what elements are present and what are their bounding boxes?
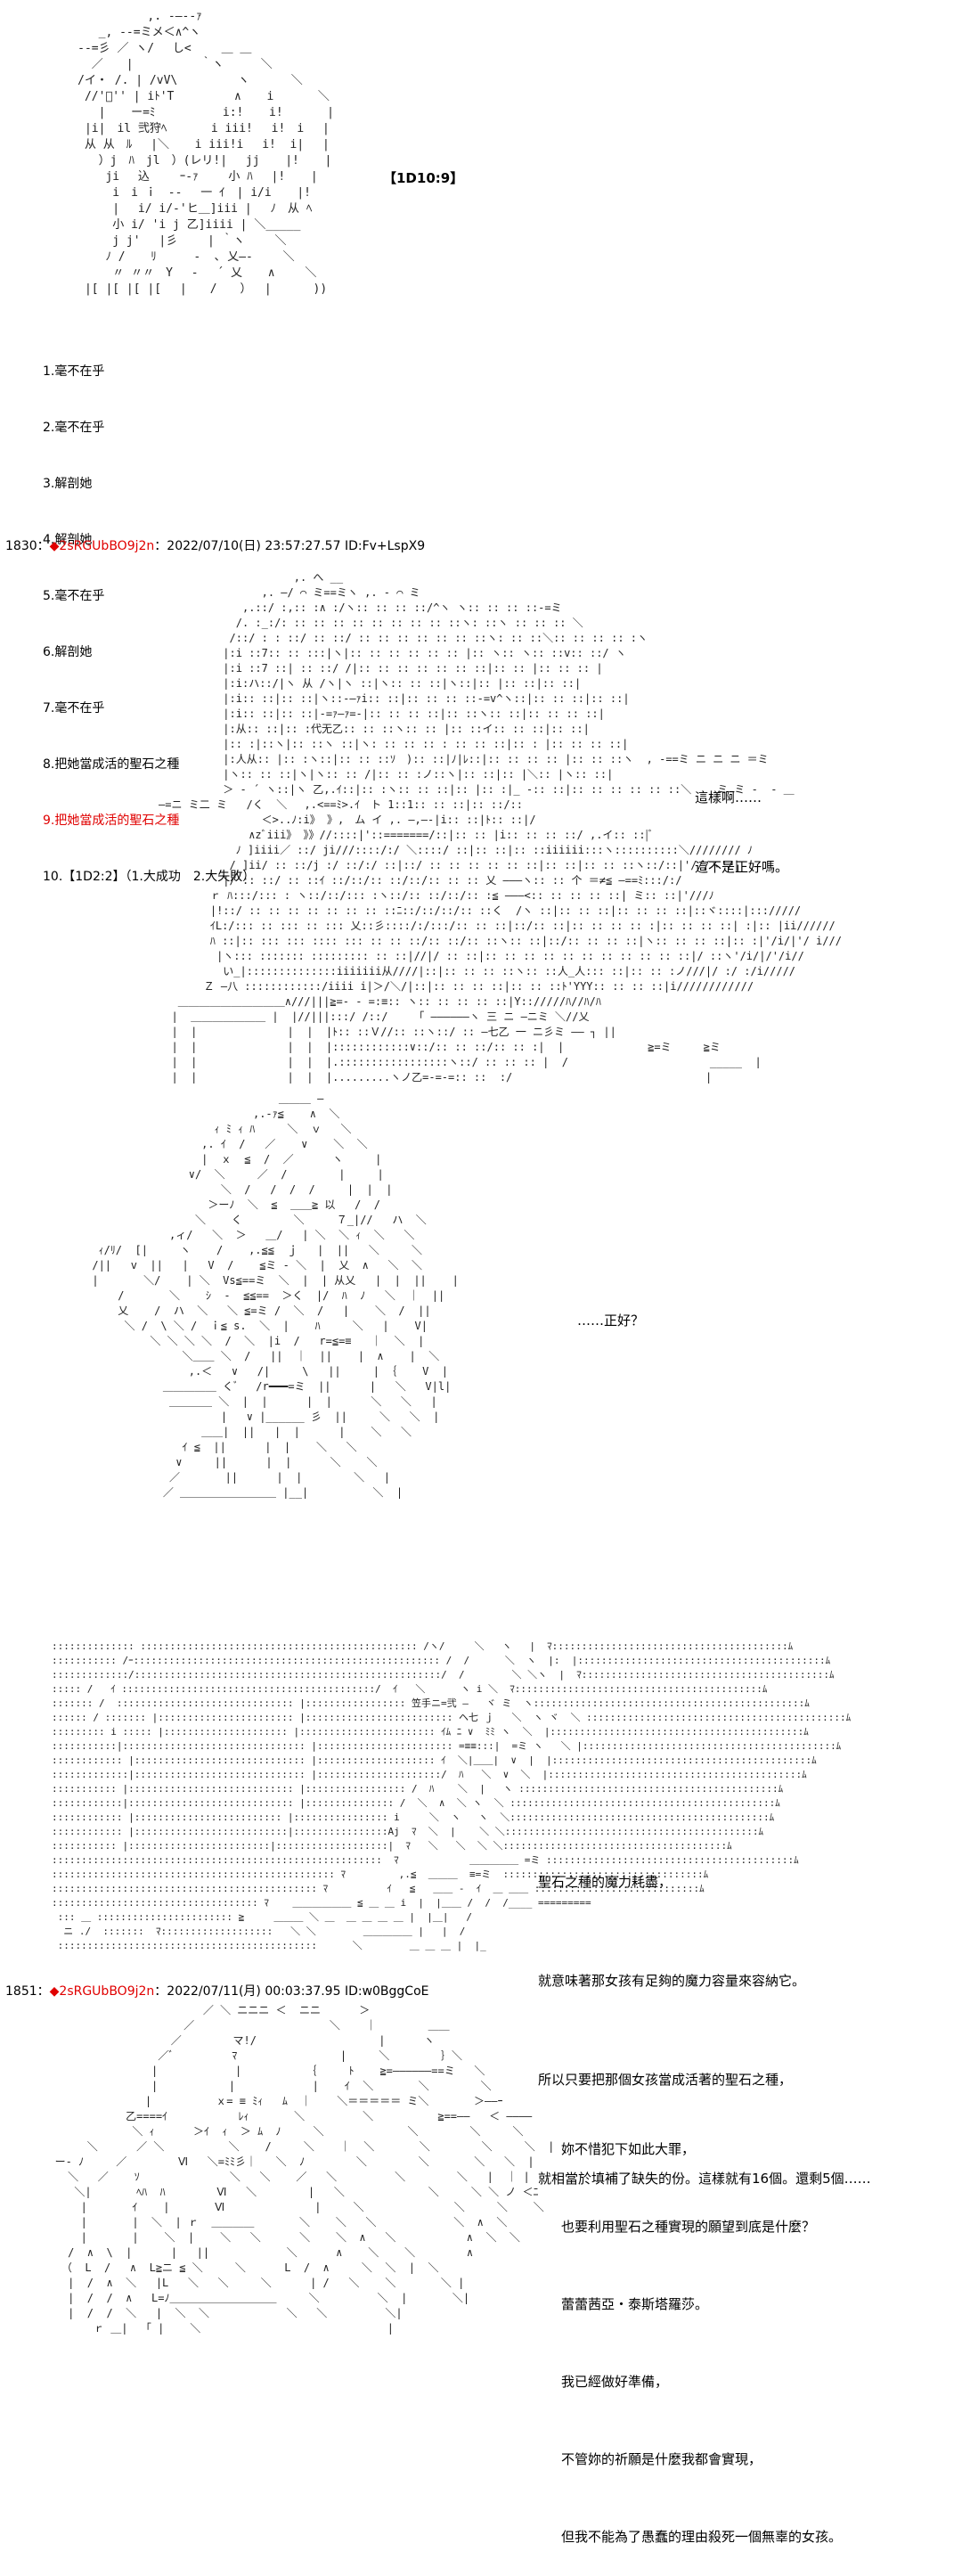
post-number: 1830：: [5, 539, 50, 553]
dialogue-line: 這不是正好嗎。: [695, 859, 789, 875]
ascii-art-figure-1: ,. -―‐-ｧ _, --=ミメ＜∧^ヽ --=彡 ／ ヽ/ し< ＿ ＿ ／…: [77, 10, 334, 296]
option-item-1: 1.毫不在乎: [43, 364, 105, 379]
post-author-name: ◆2sRGUbBO9j2n: [49, 539, 155, 553]
dialogue-line: 聖石之種的魔力耗盡，: [538, 1874, 673, 1890]
dialogue-line: 這樣啊……: [695, 789, 762, 806]
dialogue-line: 妳不惜犯下如此大罪，: [561, 2141, 696, 2157]
post-author-name: ◆2sRGUbBO9j2n: [49, 1984, 155, 1999]
option-item-5: 5.毫不在乎: [43, 589, 105, 603]
post-header-1830: 1830：◆2sRGUbBO9j2n：2022/07/10(日) 23:57:2…: [5, 537, 425, 555]
dialogue-line: 不管妳的祈願是什麼我都會實現，: [561, 2451, 762, 2467]
dice-result-1: 【1D10:9】: [383, 170, 464, 186]
ascii-art-figure-4: :::::::::::::: :::::::::::::::::::::::::…: [52, 1640, 852, 1951]
dialogue-line: 我已經做好準備，: [561, 2374, 669, 2390]
option-item-8: 8.把她當成活的聖石之種: [43, 757, 180, 772]
option-item-9: 9.把她當成活的聖石之種: [43, 814, 180, 828]
ascii-art-figure-2: ,. へ __ ,. ―/ ⌒ ミ==ミヽ ,. ‐ ⌒ ミ ,.::/ :,:…: [159, 571, 842, 1084]
dialogue-block-4: 妳不惜犯下如此大罪， 也要利用聖石之種實現的願望到底是什麼？ 蕾蕾茜亞・泰斯塔羅…: [561, 2085, 842, 2576]
option-item-3: 3.解剖她: [43, 477, 93, 491]
dialogue-block-3: 聖石之種的魔力耗盡， 就意味著那女孩有足夠的魔力容量來容納它。 所以只要把那個女…: [538, 1800, 871, 2228]
dialogue-block-1: 這樣啊…… 這不是正好嗎。: [695, 740, 788, 902]
post-meta: ：2022/07/11(月) 00:03:37.95 ID:w0BggCoE: [154, 1984, 429, 1999]
dialogue-line: 就相當於填補了缺失的份。這樣就有16個。還剩5個……: [538, 2171, 871, 2187]
option-item-2: 2.毫不在乎: [43, 421, 105, 435]
dialogue-line: ……正好？: [577, 1313, 645, 1329]
dialogue-line: 蕾蕾茜亞・泰斯塔羅莎。: [561, 2296, 709, 2312]
option-item-7: 7.毫不在乎: [43, 701, 105, 716]
ascii-art-figure-3: ＿＿＿ ― ,.-ｧ≦ ∧ ＼ ｨ ﾐ ｨ ﾊ ＼ ｖ ＼ ,. ｲ / ／ ∨…: [92, 1092, 459, 1499]
post-meta: ：2022/07/10(日) 23:57:27.57 ID:Fv+LspX9: [154, 539, 426, 553]
options-list: 1.毫不在乎 2.毫不在乎 3.解剖她 4.解剖她 5.毫不在乎 6.解剖她 7…: [43, 325, 255, 905]
dialogue-line: 就意味著那女孩有足夠的魔力容量來容納它。: [538, 1973, 806, 1989]
option-item-10: 10.【1D2:2】（1.大成功 2.大失敗）: [43, 870, 256, 884]
option-item-6: 6.解剖她: [43, 645, 93, 659]
option-item-4: 4.解剖她: [43, 533, 93, 547]
ascii-art-figure-5: ／ ＼ ニニニ ＜ ニニ ＞ ／ ＼ ｜ ＿＿ ／ マ!/ | ヽ ／ﾞ ﾏ |…: [54, 2004, 555, 2335]
dialogue-line: 但我不能為了愚蠢的理由殺死一個無辜的女孩。: [561, 2529, 843, 2545]
dialogue-block-2: ……正好？: [577, 1263, 644, 1355]
dialogue-line: 所以只要把那個女孩當成活著的聖石之種，: [538, 2072, 793, 2088]
post-number: 1851：: [5, 1984, 50, 1999]
post-header-1851: 1851：◆2sRGUbBO9j2n：2022/07/11(月) 00:03:3…: [5, 1983, 429, 2000]
dialogue-line: 也要利用聖石之種實現的願望到底是什麼？: [561, 2219, 816, 2235]
